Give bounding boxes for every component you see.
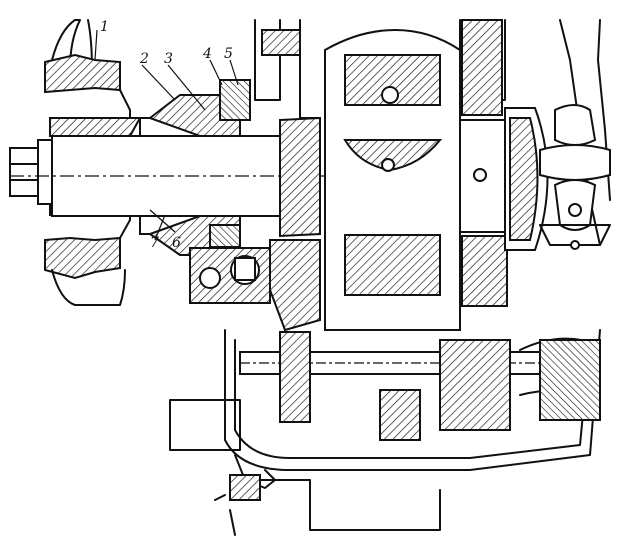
callout-leaders [94,29,239,241]
callout-1: 1 [100,19,109,35]
callout-2: 2 [140,51,149,67]
callout-5: 5 [224,46,233,62]
timing-gear [189,247,271,304]
callout-4: 4 [203,46,212,62]
drain-plug [214,454,276,536]
crank-web [324,28,461,331]
flywheel-hub [504,107,549,251]
front-cover [147,79,251,256]
bolt-head [9,139,53,205]
oil-pump-shaft [239,331,601,441]
oil-sump [169,329,601,531]
connecting-rod [539,19,611,250]
callout-7: 7 [150,235,159,251]
rear-journal [459,19,511,307]
callout-6: 6 [172,235,181,251]
callout-3: 3 [164,51,173,67]
